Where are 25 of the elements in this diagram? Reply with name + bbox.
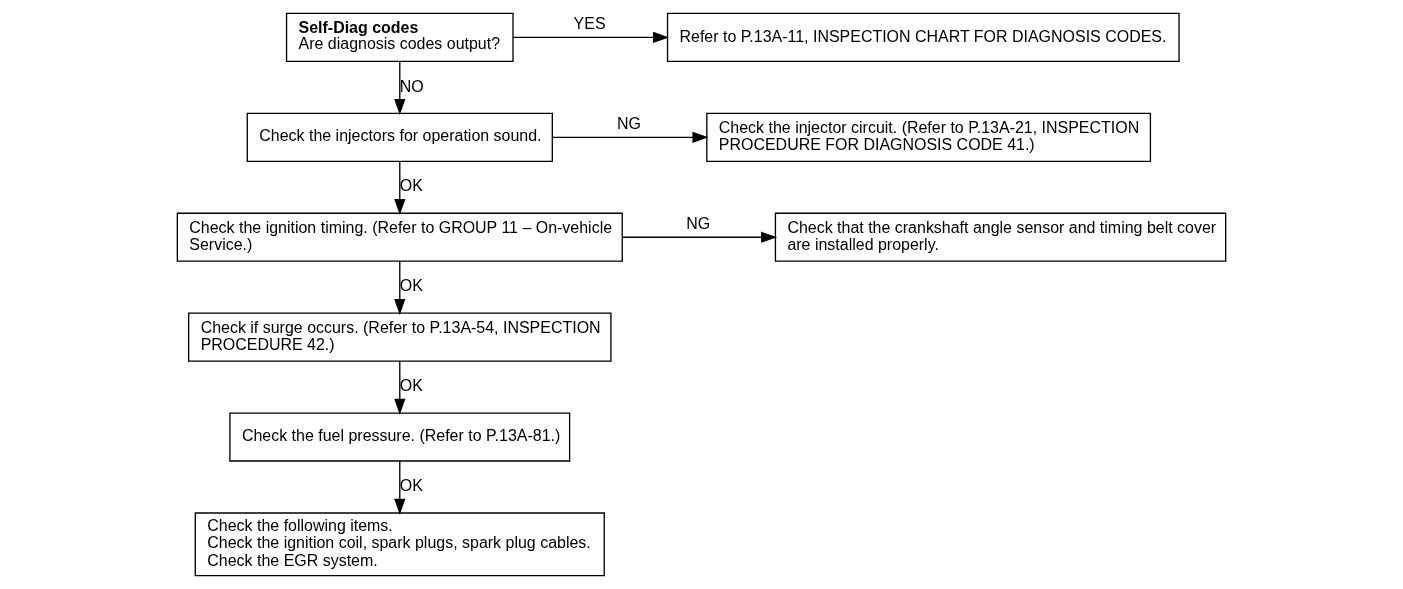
edge-label: OK [399,277,423,295]
arrow [394,161,406,215]
node-box: Check the fuel pressure. (Refer to P.13A-81.) [229,412,571,462]
edge-label: NG [686,214,711,232]
arrow [394,360,406,415]
arrow [394,61,406,116]
arrow [394,460,406,515]
edge-label: OK [399,477,423,495]
arrow [551,131,709,143]
node-box: Check if surge occurs. (Refer to P.13A-54, INSPECTION PROCEDURE 42.) [188,312,612,362]
node-box: Check that the crankshaft angle sensor and timing belt cover are installed properly. [774,212,1227,262]
edge-label: YES [573,14,606,32]
arrow [512,31,670,43]
edge-label: NG [616,114,641,132]
node-box: Check the following items. Check the ignition coil, spark plugs, spark plug cables. Check the EGR system. [194,512,605,577]
edge-label: OK [399,377,423,395]
node-box: Refer to P.13A-11, INSPECTION CHART FOR DIAGNOSIS CODES. [666,12,1180,63]
node-box: Check the injector circuit. (Refer to P.13A-21, INSPECTION PROCEDURE FOR DIAGNOSIS CODE 41.) [706,112,1152,162]
arrow [621,231,778,243]
node-box: Check the injectors for operation sound. [246,112,553,162]
node-box: Check the ignition timing. (Refer to GROUP 11 – On-vehicle Service.) [176,212,623,262]
edge-label: NO [399,77,424,95]
arrow [394,260,406,315]
node-box: Self-Diag codes Are diagnosis codes output? [285,12,514,63]
edge-label: OK [399,177,423,195]
